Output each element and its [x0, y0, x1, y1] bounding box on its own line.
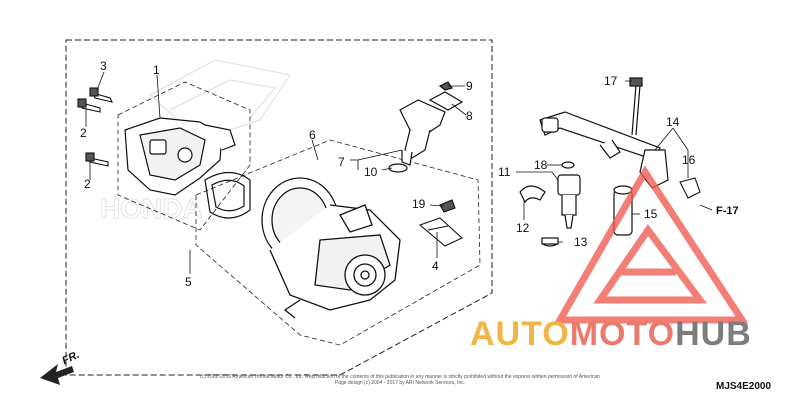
- logo-moto: MOTO: [569, 315, 676, 353]
- logo-hub: HUB: [675, 315, 752, 353]
- leader-lines: [85, 71, 713, 274]
- assembly-boundary-6: [195, 139, 481, 346]
- honda-watermark: HONDA: [100, 59, 291, 225]
- gasket-drawing: [204, 171, 251, 219]
- callout-2-top: 2: [80, 126, 87, 140]
- seal-drawing: [541, 237, 559, 247]
- logo-auto: AUTO: [470, 315, 570, 353]
- callout-16: 16: [682, 153, 696, 167]
- sensor-unit-drawing: [124, 117, 236, 196]
- callout-13: 13: [574, 235, 588, 249]
- diagram-code: MJS4E2000: [716, 381, 772, 392]
- callout-9: 9: [466, 79, 473, 93]
- figure-reference[interactable]: F-17: [716, 205, 739, 217]
- callout-4: 4: [432, 259, 439, 273]
- callout-17: 17: [604, 74, 618, 88]
- svg-text:HONDA: HONDA: [100, 193, 203, 224]
- callout-3: 3: [100, 59, 107, 73]
- copyright-line-2: Page design (c) 2004 - 2017 by ARI Netwo…: [334, 380, 466, 386]
- clip-drawing: [519, 185, 546, 204]
- callout-19: 19: [412, 197, 426, 211]
- callout-7: 7: [338, 155, 345, 169]
- throttle-body-drawing: [261, 177, 401, 319]
- automotohub-triangle: [553, 165, 749, 324]
- callout-1: 1: [153, 63, 160, 77]
- assembly-boundary-1: [117, 81, 251, 231]
- sensor-bracket-drawing: [418, 199, 463, 247]
- callout-10: 10: [364, 165, 378, 179]
- copyright-line-1: (c) 2002-2016 American Honda Motor Co., …: [200, 374, 600, 380]
- injector-drawing: [557, 161, 581, 229]
- assembly-boundary-outer: [65, 39, 493, 376]
- callout-15: 15: [644, 207, 658, 221]
- front-arrow-icon: [40, 364, 74, 385]
- automotohub-logo: AUTOMOTOHUB: [470, 315, 752, 354]
- callout-12: 12: [516, 221, 530, 235]
- callout-14: 14: [666, 115, 680, 129]
- callout-8: 8: [466, 109, 473, 123]
- callout-11: 11: [498, 165, 511, 179]
- callout-5: 5: [185, 275, 192, 289]
- callout-2-bottom: 2: [84, 177, 91, 191]
- callout-6: 6: [309, 128, 316, 142]
- hose-clamp-drawing: [679, 177, 701, 199]
- bolts-drawing: [77, 87, 114, 167]
- callout-18: 18: [534, 158, 548, 172]
- fuel-rail-drawing: [539, 77, 669, 189]
